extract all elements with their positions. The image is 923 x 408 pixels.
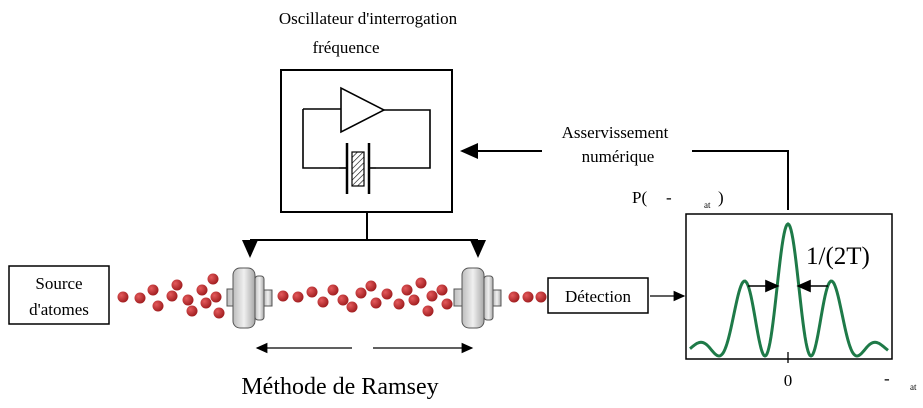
atom <box>277 290 289 302</box>
atom <box>182 294 194 306</box>
svg-text:P(: P( <box>632 188 647 207</box>
linewidth-label: 1/(2T) <box>806 243 870 270</box>
svg-text:): ) <box>718 188 724 207</box>
probability-label: P( - at ) <box>632 188 724 210</box>
atom <box>365 280 377 292</box>
atom <box>441 298 453 310</box>
atom <box>186 305 198 317</box>
atom <box>393 298 405 310</box>
atom <box>535 291 547 303</box>
axis-zero-label: 0 <box>784 371 793 390</box>
source-label-line2: d'atomes <box>29 300 89 319</box>
fringe-curve <box>689 222 889 358</box>
atom <box>317 296 329 308</box>
atom <box>522 291 534 303</box>
atom <box>134 292 146 304</box>
atom <box>422 305 434 317</box>
ramsey-cavity-2 <box>453 267 502 329</box>
atom <box>337 294 349 306</box>
detection-box <box>547 277 649 314</box>
atom-source-box <box>8 265 110 325</box>
axis-sub-label: at <box>910 382 917 392</box>
ramsey-cavity-1 <box>226 267 273 329</box>
servo-label-line2: numérique <box>582 147 655 166</box>
detection-label: Détection <box>565 287 632 306</box>
atom <box>213 307 225 319</box>
atom <box>171 279 183 291</box>
atom <box>508 291 520 303</box>
atom <box>327 284 339 296</box>
rf-feed-lines <box>242 212 486 258</box>
quartz-crystal <box>339 143 376 194</box>
atom <box>147 284 159 296</box>
atom <box>355 287 367 299</box>
atom <box>381 288 393 300</box>
linewidth-annotation: 1/(2T) <box>748 243 870 293</box>
atom <box>152 300 164 312</box>
atom <box>117 291 129 303</box>
atom <box>210 291 222 303</box>
svg-text:-: - <box>666 188 672 207</box>
atom <box>408 294 420 306</box>
amplifier-circuit <box>302 86 431 169</box>
atom <box>207 273 219 285</box>
ramsey-fringes-plot <box>685 213 893 363</box>
svg-text:at: at <box>704 200 711 210</box>
atom <box>426 290 438 302</box>
axis-dash-label: - <box>884 369 890 388</box>
source-label-line1: Source <box>35 274 82 293</box>
atom <box>415 277 427 289</box>
oscillator-title: Oscillateur d'interrogation <box>279 9 458 28</box>
atom <box>200 297 212 309</box>
method-label: Méthode de Ramsey <box>241 374 438 400</box>
atom <box>196 284 208 296</box>
atom <box>306 286 318 298</box>
atom <box>166 290 178 302</box>
atom <box>346 301 358 313</box>
atom <box>370 297 382 309</box>
atom <box>401 284 413 296</box>
servo-label-line1: Asservissement <box>562 123 669 142</box>
atom <box>292 291 304 303</box>
oscillator-box <box>280 69 453 213</box>
atom <box>436 284 448 296</box>
frequency-label: fréquence <box>312 38 379 57</box>
